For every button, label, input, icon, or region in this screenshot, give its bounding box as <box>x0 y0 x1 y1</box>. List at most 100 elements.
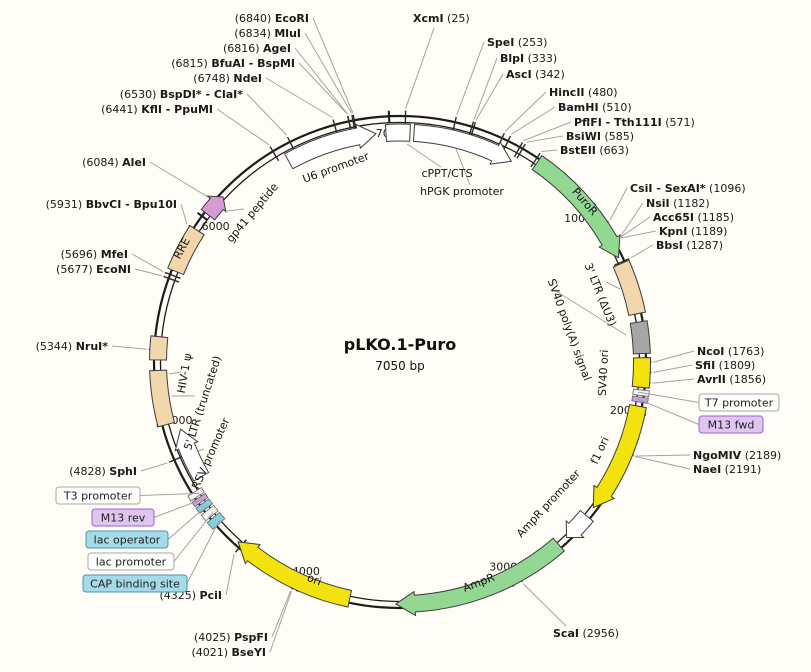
label-box-text-m13-rev: M13 rev <box>101 512 146 525</box>
site-label-mfei[interactable]: (5696) MfeI <box>61 248 128 261</box>
site-label-bbsi[interactable]: BbsI (1287) <box>656 239 723 252</box>
site-tick-pflfi-tth111i <box>513 142 524 158</box>
scale-tick-label-6000: 6000 <box>202 220 230 233</box>
feature-f1-ori[interactable] <box>592 403 647 509</box>
label-box-rect-lac-promoter <box>87 552 175 571</box>
site-label-nrui[interactable]: (5344) NruI* <box>36 340 109 353</box>
feature-puror[interactable] <box>531 154 621 259</box>
site-label-pspfi[interactable]: (4025) PspFI <box>194 631 268 644</box>
leader-line-econi <box>134 268 162 277</box>
leader-line-ltr3 <box>605 281 621 290</box>
site-tick-bsteii <box>530 152 541 168</box>
site-label-hincii[interactable]: HincII (480) <box>549 86 618 99</box>
site-label-acc65i[interactable]: Acc65I (1185) <box>653 211 734 224</box>
feature-hiv1-psi[interactable] <box>149 335 169 361</box>
feature-ltr5[interactable] <box>149 369 176 428</box>
label-box-m13-rev[interactable]: M13 rev <box>91 508 155 527</box>
label-box-lac-operator[interactable]: lac operator <box>85 530 169 549</box>
site-label-avrii[interactable]: AvrII (1856) <box>697 373 766 386</box>
site-label-ecori[interactable]: (6840) EcoRI <box>235 12 309 25</box>
feature-label-cppt-cts[interactable]: cPPT/CTS <box>421 167 472 180</box>
feature-rre[interactable] <box>167 224 205 276</box>
feature-label-f1-ori[interactable]: f1 ori <box>588 435 612 466</box>
feature-label-hpgk-promoter[interactable]: hPGK promoter <box>420 185 504 198</box>
label-box-t7-promoter[interactable]: T7 promoter <box>698 393 780 412</box>
leader-line-m13-fwd <box>636 398 700 425</box>
site-label-csii-sexai[interactable]: CsiI - SexAI* (1096) <box>630 182 746 195</box>
label-box-lac-promoter[interactable]: lac promoter <box>87 552 175 571</box>
site-label-bfuai-bspmi[interactable]: (6815) BfuAI - BspMI <box>171 57 295 70</box>
feature-label-sv40-polya[interactable]: SV40 poly(A) signal <box>545 277 594 382</box>
site-label-bamhi[interactable]: BamHI (510) <box>558 101 632 114</box>
label-box-rect-lac-operator <box>85 530 169 549</box>
label-box-rect-t3-promoter <box>55 486 141 505</box>
site-label-ncoi[interactable]: NcoI (1763) <box>697 345 764 358</box>
leader-line-pspfi <box>271 590 292 638</box>
feature-u6-promoter[interactable] <box>283 123 377 170</box>
feature-ori[interactable] <box>237 541 353 608</box>
feature-label-ltr3[interactable]: 3' LTR (ΔU3) <box>582 261 619 328</box>
leader-line-bseyi <box>269 590 293 653</box>
feature-cppt-cts[interactable] <box>384 123 411 142</box>
feature-label-sv40-ori[interactable]: SV40 ori <box>596 349 611 396</box>
site-label-sfii[interactable]: SfiI (1809) <box>695 359 755 372</box>
site-label-econi[interactable]: (5677) EcoNI <box>56 263 131 276</box>
site-label-alei[interactable]: (6084) AleI <box>82 156 146 169</box>
site-label-kfli-ppumi[interactable]: (6441) KflI - PpuMI <box>101 103 213 116</box>
site-label-bseyi[interactable]: (4021) BseYI <box>191 646 266 659</box>
site-label-pflfi-tth111i[interactable]: PflFI - Tth111I (571) <box>574 116 695 129</box>
lac-promoter-mark <box>200 504 219 522</box>
leader-line-hpgk-promoter <box>455 148 471 186</box>
site-label-agei[interactable]: (6816) AgeI <box>223 42 291 55</box>
site-label-blpi[interactable]: BlpI (333) <box>500 52 557 65</box>
site-label-ndei[interactable]: (6748) NdeI <box>193 72 262 85</box>
leader-line-cppt-cts <box>406 143 442 168</box>
label-box-t3-promoter[interactable]: T3 promoter <box>55 486 141 505</box>
site-tick-bamhi <box>502 135 512 152</box>
label-box-cap-binding-site[interactable]: CAP binding site <box>82 574 188 593</box>
site-tick-econi <box>163 275 180 283</box>
site-tick-mfei <box>164 271 181 279</box>
feature-ampr-promoter[interactable] <box>565 509 594 539</box>
feature-sv40-ori[interactable] <box>631 357 651 389</box>
site-label-nsii[interactable]: NsiI (1182) <box>646 197 710 210</box>
label-box-rect-m13-fwd <box>698 415 764 434</box>
feature-ampr[interactable] <box>394 537 566 617</box>
feature-label-ori[interactable]: ori <box>305 571 323 588</box>
site-label-mlui[interactable]: (6834) MluI <box>234 27 301 40</box>
site-label-bsteii[interactable]: BstEII (663) <box>560 144 629 157</box>
feature-rsv-promoter[interactable] <box>174 428 210 482</box>
feature-label-gp41-peptide[interactable]: gp41 peptide <box>224 180 281 245</box>
leader-line-xcmi <box>405 27 435 109</box>
label-box-rect-m13-rev <box>91 508 155 527</box>
site-label-kpni[interactable]: KpnI (1189) <box>659 225 727 238</box>
label-box-text-lac-promoter: lac promoter <box>96 556 167 569</box>
feature-gp41-peptide[interactable] <box>200 195 227 221</box>
site-label-naei[interactable]: NaeI (2191) <box>693 463 761 476</box>
feature-sv40-polya[interactable] <box>629 320 651 355</box>
site-label-bsiwi[interactable]: BsiWI (585) <box>566 130 634 143</box>
leader-line-nrui <box>111 345 147 350</box>
leader-line-nsii <box>619 202 644 237</box>
leader-line-bbvci-bpu10i <box>180 203 188 225</box>
site-label-bbvci-bpu10i[interactable]: (5931) BbvCI - Bpu10I <box>46 198 177 211</box>
label-box-text-m13-fwd: M13 fwd <box>708 419 755 432</box>
leader-line-sphi <box>140 462 168 472</box>
plasmid-title: pLKO.1-Puro <box>344 335 456 354</box>
leader-line-t7-promoter <box>638 391 700 403</box>
site-label-spei[interactable]: SpeI (253) <box>487 36 547 49</box>
feature-hpgk-promoter[interactable] <box>412 123 513 165</box>
feature-label-hiv1-psi[interactable]: HIV-1 ψ <box>175 353 195 395</box>
label-box-m13-fwd[interactable]: M13 fwd <box>698 415 764 434</box>
leader-line-gp41-peptide <box>226 208 245 212</box>
leader-line-sfii <box>653 364 693 373</box>
site-label-scai[interactable]: ScaI (2956) <box>553 627 619 640</box>
label-box-text-cap-binding-site: CAP binding site <box>90 578 180 591</box>
site-label-sphi[interactable]: (4828) SphI <box>69 465 137 478</box>
site-label-ngomiv[interactable]: NgoMIV (2189) <box>693 449 781 462</box>
site-label-asci[interactable]: AscI (342) <box>506 68 565 81</box>
feature-ltr3[interactable] <box>612 259 647 317</box>
site-label-xcmi[interactable]: XcmI (25) <box>413 12 470 25</box>
site-label-bspdi-clai[interactable]: (6530) BspDI* - ClaI* <box>120 88 243 101</box>
